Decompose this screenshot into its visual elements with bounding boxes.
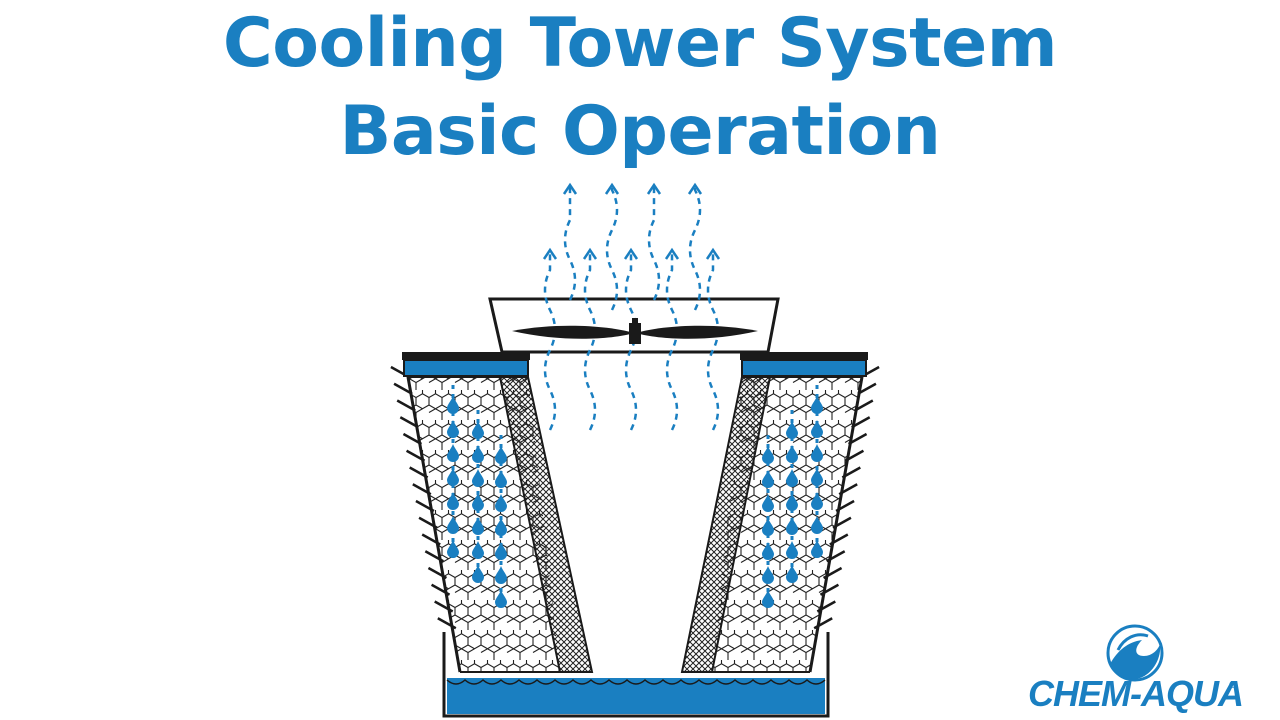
water-droplet-icon: [786, 565, 798, 583]
louver-slat: [412, 483, 432, 496]
louver-slat: [415, 499, 435, 513]
water-droplet-icon: [447, 420, 459, 438]
water-droplet-icon: [811, 444, 823, 462]
wave-globe-icon: [1106, 624, 1164, 682]
water-droplet-icon: [472, 541, 484, 559]
louver-slat: [418, 516, 438, 529]
water-droplet-icon: [762, 542, 774, 560]
vapor-arrow-icon: [542, 247, 558, 260]
brand-logo-text: CHEM-AQUA: [1028, 673, 1244, 714]
water-droplet-icon: [495, 494, 507, 512]
louver-slat: [832, 516, 852, 529]
vapor-arrow-icon: [604, 182, 620, 195]
left-fill-section: [390, 365, 594, 673]
water-droplet-icon: [495, 470, 507, 488]
water-droplet-icon: [786, 493, 798, 511]
vapor-arrow-icon: [687, 182, 703, 195]
water-droplet-icon: [495, 518, 507, 536]
water-droplet-icon: [472, 565, 484, 583]
water-droplet-icon: [447, 396, 459, 414]
water-droplet-icon: [472, 445, 484, 463]
water-droplet-icon: [495, 446, 507, 464]
registered-mark: ®: [1228, 680, 1238, 691]
water-droplet-icon: [811, 540, 823, 558]
right-air-louvers: [813, 365, 880, 630]
water-droplet-icon: [811, 468, 823, 486]
louver-slat: [437, 617, 457, 630]
water-droplet-icon: [786, 517, 798, 535]
louver-slat: [430, 583, 451, 596]
water-droplet-icon: [786, 469, 798, 487]
water-droplet-icon: [447, 444, 459, 462]
louver-slat: [844, 449, 865, 462]
water-droplet-icon: [472, 493, 484, 511]
vapor-arrow-icon: [646, 182, 662, 195]
water-droplet-icon: [811, 492, 823, 510]
louver-slat: [835, 499, 855, 513]
water-basin: [442, 632, 830, 718]
water-droplet-icon: [762, 566, 774, 584]
right-distribution-deck: [740, 352, 868, 377]
louver-slat: [409, 466, 429, 479]
water-droplet-icon: [447, 468, 459, 486]
right-fill-section: [680, 365, 880, 673]
louver-slat: [829, 533, 849, 546]
falling-water-droplets: [447, 385, 823, 608]
vapor-arrow-icon: [705, 247, 721, 260]
louver-slat: [851, 416, 871, 429]
water-droplet-icon: [762, 470, 774, 488]
water-droplet-icon: [786, 541, 798, 559]
water-droplet-icon: [495, 566, 507, 584]
water-droplet-icon: [762, 494, 774, 512]
louver-slat: [405, 449, 426, 462]
louver-slat: [402, 432, 423, 446]
warm-air-vapor: [542, 182, 721, 431]
louver-slat: [838, 483, 858, 496]
vapor-arrow-icon: [562, 182, 578, 195]
water-droplet-icon: [786, 445, 798, 463]
vapor-arrow-icon: [664, 247, 680, 260]
water-droplet-icon: [495, 590, 507, 608]
louver-slat: [424, 550, 444, 563]
louver-slat: [819, 583, 840, 596]
title-line-2: Basic Operation: [339, 92, 941, 171]
water-droplet-icon: [472, 469, 484, 487]
left-distribution-deck: [402, 352, 530, 377]
water-droplet-icon: [495, 542, 507, 560]
fan-blade-icon: [512, 318, 758, 344]
louver-slat: [434, 600, 454, 613]
water-droplet-icon: [447, 540, 459, 558]
louver-slat: [421, 533, 441, 546]
louver-slat: [826, 550, 846, 563]
louver-slat: [393, 382, 413, 395]
water-droplet-icon: [786, 421, 798, 439]
louver-slat: [841, 466, 861, 479]
louver-slat: [847, 432, 868, 446]
water-droplet-icon: [472, 421, 484, 439]
water-droplet-icon: [447, 492, 459, 510]
louver-slat: [427, 566, 448, 580]
water-droplet-icon: [762, 518, 774, 536]
louver-slat: [857, 382, 877, 395]
louver-slat: [396, 399, 416, 412]
title-line-1: Cooling Tower System: [222, 4, 1058, 83]
vapor-arrow-icon: [582, 247, 598, 260]
louver-slat: [399, 416, 419, 429]
louver-slat: [816, 600, 836, 613]
water-droplet-icon: [762, 590, 774, 608]
water-droplet-icon: [811, 516, 823, 534]
water-droplet-icon: [472, 517, 484, 535]
vapor-arrow-icon: [623, 247, 639, 260]
louver-slat: [813, 617, 833, 630]
water-droplet-icon: [447, 516, 459, 534]
water-droplet-icon: [811, 420, 823, 438]
water-droplet-icon: [811, 396, 823, 414]
louver-slat: [854, 399, 874, 412]
water-droplet-icon: [762, 446, 774, 464]
louver-slat: [822, 566, 843, 580]
